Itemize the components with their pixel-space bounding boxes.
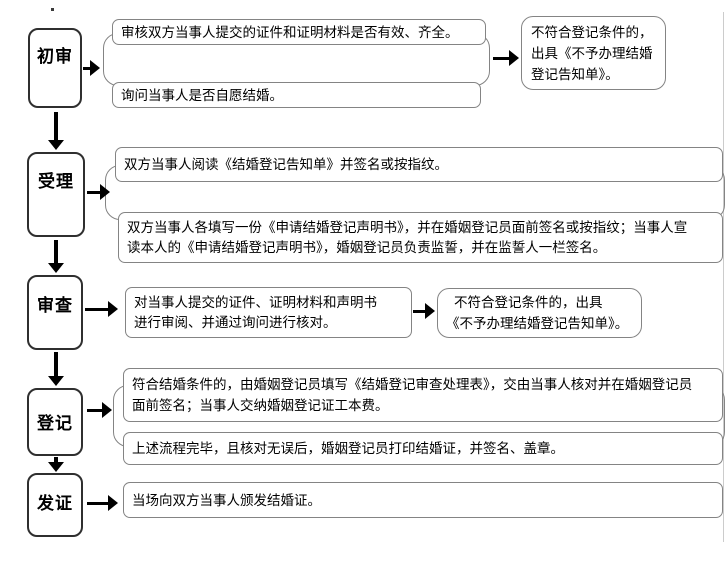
- arrow-down-icon: [48, 240, 64, 273]
- step-text: 询问当事人是否自愿结婚。: [121, 88, 283, 104]
- step-text: 不符合登记条件的，出具: [454, 295, 603, 311]
- arrow-right-icon: [85, 301, 118, 317]
- step-text: 双方当事人各填写一份《申请结婚登记声明书》，并在婚姻登记员面前签名或按指纹；当事…: [127, 220, 688, 236]
- arrow-right-icon: [87, 495, 118, 511]
- stage-label: 登记: [37, 414, 73, 434]
- step-text: 进行审阅、并通过询问进行核对。: [134, 315, 337, 331]
- arrow-down-icon: [48, 457, 64, 472]
- step-text: 出具《不予办理结婚: [531, 46, 653, 62]
- stage-label: 发证: [37, 494, 73, 514]
- stage-label: 受理: [38, 172, 74, 192]
- arrow-down-icon: [48, 112, 64, 150]
- stage-box-initial-review: 初审: [28, 28, 82, 108]
- step-text: 符合结婚条件的，由婚姻登记员填写《结婚登记审查处理表》，交由当事人核对并在婚姻登…: [132, 377, 693, 393]
- step-box-check-documents: 审核双方当事人提交的证件和证明材料是否有效、齐全。: [112, 19, 486, 45]
- stage-label: 审查: [37, 296, 73, 316]
- stray-dot-artifact: [51, 8, 54, 11]
- step-box-examine-documents: 对当事人提交的证件、证明材料和声明书 进行审阅、并通过询问进行核对。: [125, 287, 412, 338]
- step-text: 上述流程完毕，且核对无误后，婚姻登记员打印结婚证，并签名、盖章。: [132, 441, 564, 457]
- step-text: 审核双方当事人提交的证件和证明材料是否有效、齐全。: [121, 25, 459, 41]
- step-text: 登记告知单》。: [531, 67, 619, 83]
- page-edge-line: [723, 12, 724, 542]
- stage-box-issue-certificate: 发证: [27, 473, 83, 537]
- step-text: 读本人的《申请结婚登记声明书》，婚姻登记员负责监誓，并在监誓人一栏签名。: [127, 240, 607, 256]
- step-text: 面前签名；当事人交纳婚姻登记证工本费。: [132, 398, 389, 414]
- stage-box-examination: 审查: [27, 275, 83, 350]
- arrow-right-icon: [493, 50, 519, 66]
- arrow-down-icon: [48, 352, 64, 386]
- arrow-right-icon: [87, 402, 112, 418]
- step-box-fill-declaration: 双方当事人各填写一份《申请结婚登记声明书》，并在婚姻登记员面前签名或按指纹；当事…: [118, 212, 723, 263]
- step-box-issue-certificate: 当场向双方当事人颁发结婚证。: [123, 482, 723, 518]
- arrow-right-icon: [83, 60, 100, 76]
- arrow-right-icon: [413, 303, 435, 319]
- step-text: 不符合登记条件的，: [531, 25, 653, 41]
- step-text: 当场向双方当事人颁发结婚证。: [132, 493, 321, 509]
- arrow-right-icon: [87, 184, 110, 200]
- step-box-ask-voluntary: 询问当事人是否自愿结婚。: [112, 82, 481, 108]
- reject-box-examination: 不符合登记条件的，出具 《不予办理结婚登记告知单》。: [437, 288, 642, 338]
- step-text: 对当事人提交的证件、证明材料和声明书: [134, 295, 377, 311]
- step-text: 双方当事人阅读《结婚登记告知单》并签名或按指纹。: [124, 157, 448, 173]
- step-box-read-notice: 双方当事人阅读《结婚登记告知单》并签名或按指纹。: [115, 147, 723, 182]
- step-box-fill-processing-form: 符合结婚条件的，由婚姻登记员填写《结婚登记审查处理表》，交由当事人核对并在婚姻登…: [123, 368, 723, 422]
- stage-box-registration: 登记: [27, 388, 83, 456]
- stage-label: 初审: [37, 47, 73, 67]
- reject-box-initial: 不符合登记条件的， 出具《不予办理结婚 登记告知单》。: [521, 16, 666, 90]
- step-text: 《不予办理结婚登记告知单》。: [446, 316, 629, 332]
- step-box-print-certificate: 上述流程完毕，且核对无误后，婚姻登记员打印结婚证，并签名、盖章。: [123, 432, 723, 465]
- stage-box-acceptance: 受理: [27, 152, 85, 237]
